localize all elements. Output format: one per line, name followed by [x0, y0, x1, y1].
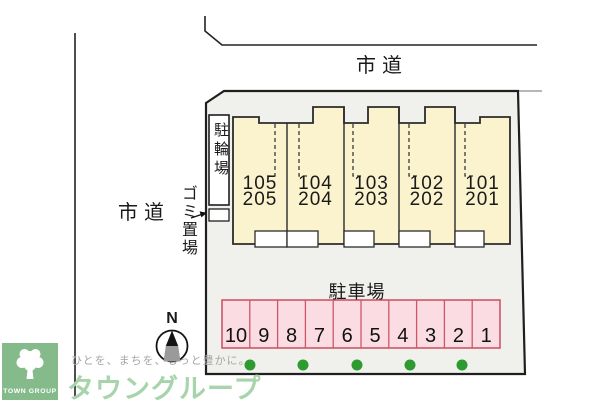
stall-number-1: 1	[480, 325, 492, 347]
unit-number: 202	[409, 188, 445, 210]
unit-label-105-205: 105 205	[233, 173, 287, 210]
unit-number: 102	[409, 173, 445, 194]
planting-dots	[244, 359, 468, 371]
unit-label-103-203: 103 203	[344, 173, 399, 210]
unit-number: 105	[242, 173, 278, 194]
bicycle-parking-label: 駐輪場	[212, 122, 229, 179]
stall-number-8: 8	[286, 325, 298, 347]
parking-stall-grid	[221, 299, 501, 349]
unit-label-104-204: 104 204	[287, 173, 344, 210]
logo-box-label: TOWN GROUP	[3, 388, 57, 395]
stall-number-10: 10	[224, 325, 248, 347]
entrance-porches	[254, 230, 485, 248]
stall-number-6: 6	[341, 325, 353, 347]
unit-number: 201	[465, 188, 500, 210]
stall-number-9: 9	[258, 325, 270, 347]
tree-icon	[16, 349, 44, 379]
road-label-left: 市道	[118, 202, 170, 224]
brand-tagline: ひとを、まちを、もっと豊かに。	[71, 355, 251, 367]
parking-lot-label: 駐車場	[328, 282, 386, 302]
stall-number-5: 5	[369, 325, 381, 347]
unit-number: 204	[298, 188, 333, 210]
stall-number-7: 7	[313, 325, 325, 347]
road-label-top: 市道	[356, 55, 408, 77]
garbage-box	[208, 208, 230, 222]
stall-number-2: 2	[452, 325, 464, 347]
stall-number-3: 3	[425, 325, 437, 347]
unit-number: 103	[354, 173, 389, 194]
top-road-boundary-line	[204, 16, 537, 46]
town-group-logo-mark	[2, 343, 58, 400]
unit-label-102-202: 102 202	[399, 173, 455, 210]
entrance-dashed-lines	[266, 124, 474, 177]
unit-number: 104	[298, 173, 333, 194]
unit-divider-lines	[286, 107, 456, 244]
unit-number: 203	[354, 188, 389, 210]
brand-logo-text: タウングループ	[67, 374, 262, 400]
garbage-area-label: ゴミ置場	[179, 185, 196, 257]
unit-number: 101	[465, 173, 500, 194]
compass-north-label: N	[166, 310, 178, 327]
unit-label-101-201: 101 201	[455, 173, 510, 210]
garbage-arrow	[190, 211, 207, 219]
stall-number-4: 4	[397, 325, 409, 347]
unit-number: 205	[242, 188, 278, 210]
bicycle-parking-box	[208, 114, 230, 206]
